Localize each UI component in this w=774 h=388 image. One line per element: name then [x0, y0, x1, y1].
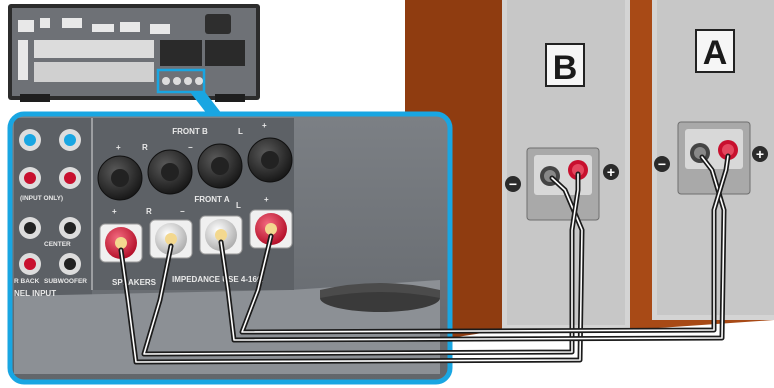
speaker-b-minus-badge — [505, 176, 521, 192]
speaker-cables — [118, 153, 731, 365]
svg-text:−: − — [188, 143, 193, 152]
center-label: CENTER — [44, 241, 71, 248]
speaker-a-label-box — [695, 29, 735, 73]
svg-text:R: R — [142, 143, 148, 152]
receiver-rear-thumbnail — [8, 4, 260, 114]
speaker-a-minus-badge — [654, 156, 670, 172]
front-a-terminals — [99, 209, 293, 263]
svg-text:+: + — [264, 195, 269, 204]
impedance-label: IMPEDANCE USE 4-16Ω — [172, 275, 264, 284]
svg-text:+: + — [756, 146, 764, 162]
svg-text:+: + — [112, 207, 117, 216]
speaker-a: A − + — [630, 0, 774, 330]
zoom-pointer — [190, 92, 222, 114]
surround-back-label: R BACK — [14, 278, 40, 285]
zoom-highlight-border — [7, 111, 453, 385]
svg-text:+: + — [262, 121, 267, 130]
speaker-b-plus-badge — [603, 164, 619, 180]
speaker-b-label-box — [545, 43, 585, 87]
front-b-label: FRONT B — [172, 127, 208, 136]
speakers-label: SPEAKERS — [112, 278, 157, 287]
input-only-label: (INPUT ONLY) — [20, 195, 63, 202]
svg-text:−: − — [658, 156, 666, 172]
preout-jacks — [19, 129, 81, 275]
svg-text:+: + — [607, 164, 615, 180]
svg-text:−: − — [180, 207, 185, 216]
speaker-a-label: A — [703, 34, 728, 72]
svg-text:−: − — [509, 176, 517, 192]
thumbnail-highlight — [156, 68, 206, 94]
svg-text:L: L — [236, 201, 241, 210]
channel-input-label: NEL INPUT — [14, 289, 56, 298]
cable-to-speaker-b — [118, 171, 585, 365]
zoomed-rear-panel: (INPUT ONLY) CENTER R BACK SUBWOOFER NEL… — [7, 111, 453, 385]
svg-text:R: R — [146, 207, 152, 216]
front-a-label: FRONT A — [194, 195, 229, 204]
speaker-b-label: B — [553, 49, 578, 87]
svg-text:+: + — [116, 143, 121, 152]
svg-text:L: L — [238, 127, 243, 136]
subwoofer-label: SUBWOOFER — [44, 278, 87, 285]
cable-to-speaker-a — [218, 153, 731, 343]
front-b-terminals — [97, 137, 293, 201]
speaker-a-plus-badge — [752, 146, 768, 162]
power-inlet — [205, 14, 231, 34]
thumbnail-jacks — [18, 18, 245, 82]
